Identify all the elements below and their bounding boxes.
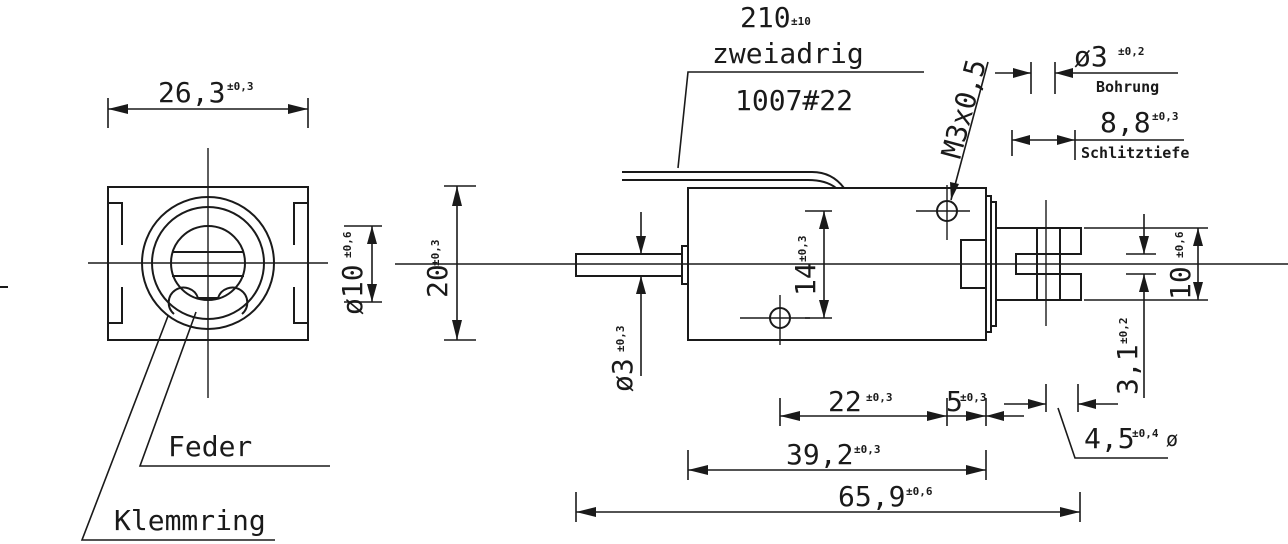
front-view xyxy=(0,148,328,398)
wire-type: zweiadrig xyxy=(712,37,864,70)
dim-length-39-value: 39,2 xyxy=(786,438,853,471)
dim-dia-outer-tol: ±0,6 xyxy=(341,231,354,258)
dim-slot-depth-label: Schlitztiefe xyxy=(1081,144,1189,162)
dim-length-22: 22 ±0,3 xyxy=(779,385,948,426)
dim-slot-depth: 8,8 ±0,3 Schlitztiefe xyxy=(1011,106,1189,162)
dim-dia-outer-value: ø10 xyxy=(336,264,369,315)
dim-slot-dia: 4,5 ±0,4 ø xyxy=(1004,384,1178,459)
dim-length-65: 65,9 ±0,6 xyxy=(575,480,1081,522)
wire-length-tol: ±10 xyxy=(791,15,811,28)
dim-length-39: 39,2 ±0,3 xyxy=(687,438,987,480)
dim-bore-tol: ±0,2 xyxy=(1118,45,1145,58)
dim-dia-outer: ø10 ±0,6 xyxy=(336,225,382,315)
dim-length-22-value: 22 xyxy=(828,385,862,418)
dim-length-65-value: 65,9 xyxy=(838,480,905,513)
dim-hole-spacing-value: 14 xyxy=(789,262,822,296)
lead-wires xyxy=(622,171,845,189)
plunger-rod xyxy=(575,253,683,277)
dim-length-22-tol: ±0,3 xyxy=(866,391,893,404)
dim-plunger-dia-tol: ±0,3 xyxy=(614,326,627,353)
side-view xyxy=(395,171,1288,345)
dim-slot-offset: 3,1 ±0,2 xyxy=(1111,214,1156,398)
dim-slot-dia-value: 4,5 xyxy=(1084,422,1135,455)
dim-slot-depth-value: 8,8 xyxy=(1100,106,1151,139)
dim-width-front: 26,3 ±0,3 xyxy=(107,76,309,128)
dim-plunger-dia: ø3 ±0,3 xyxy=(606,212,646,392)
dim-slot-width-value: 10 xyxy=(1164,266,1197,300)
dim-slot-offset-tol: ±0,2 xyxy=(1117,318,1130,345)
dim-length-5-tol: ±0,3 xyxy=(960,391,987,404)
dim-width-front-tol: ±0,3 xyxy=(227,80,254,93)
dim-slot-depth-tol: ±0,3 xyxy=(1152,110,1179,123)
dim-slot-dia-symbol: ø xyxy=(1166,427,1178,451)
dim-bore-value: ø3 xyxy=(1074,40,1108,73)
dim-height-value: 20 xyxy=(421,264,454,298)
dim-hole-spacing: 14 ±0,3 xyxy=(789,210,832,319)
dim-thread: M3x0,5 xyxy=(935,56,993,201)
dim-slot-width: 10 ±0,6 xyxy=(1084,227,1208,301)
dim-length-5: 5 ±0,3 xyxy=(946,385,1024,426)
dim-thread-value: M3x0,5 xyxy=(935,56,993,162)
dim-length-39-tol: ±0,3 xyxy=(854,443,881,456)
slotted-end xyxy=(996,227,1082,301)
dim-height: 20 ±0,3 xyxy=(421,185,476,341)
dim-height-tol: ±0,3 xyxy=(429,240,442,267)
wire-callout: 210 ±10 zweiadrig 1007#22 xyxy=(677,1,924,169)
label-feder: Feder xyxy=(168,430,252,463)
dim-bore-label: Bohrung xyxy=(1096,78,1159,96)
dim-bore: ø3 ±0,2 Bohrung xyxy=(995,40,1178,96)
dim-length-5-value: 5 xyxy=(946,385,963,418)
wire-length-value: 210 xyxy=(740,1,791,34)
dim-width-front-value: 26,3 xyxy=(158,76,225,109)
label-klemmring: Klemmring xyxy=(114,504,266,537)
dim-hole-spacing-tol: ±0,3 xyxy=(796,236,809,263)
dim-plunger-dia-value: ø3 xyxy=(606,358,639,392)
dim-slot-dia-tol: ±0,4 xyxy=(1132,427,1159,440)
dim-slot-offset-value: 3,1 xyxy=(1111,344,1144,395)
leader-lines: Feder Klemmring xyxy=(80,311,330,541)
wire-awg: 1007#22 xyxy=(735,84,853,117)
dim-length-65-tol: ±0,6 xyxy=(906,485,933,498)
dim-slot-width-tol: ±0,6 xyxy=(1173,231,1186,258)
